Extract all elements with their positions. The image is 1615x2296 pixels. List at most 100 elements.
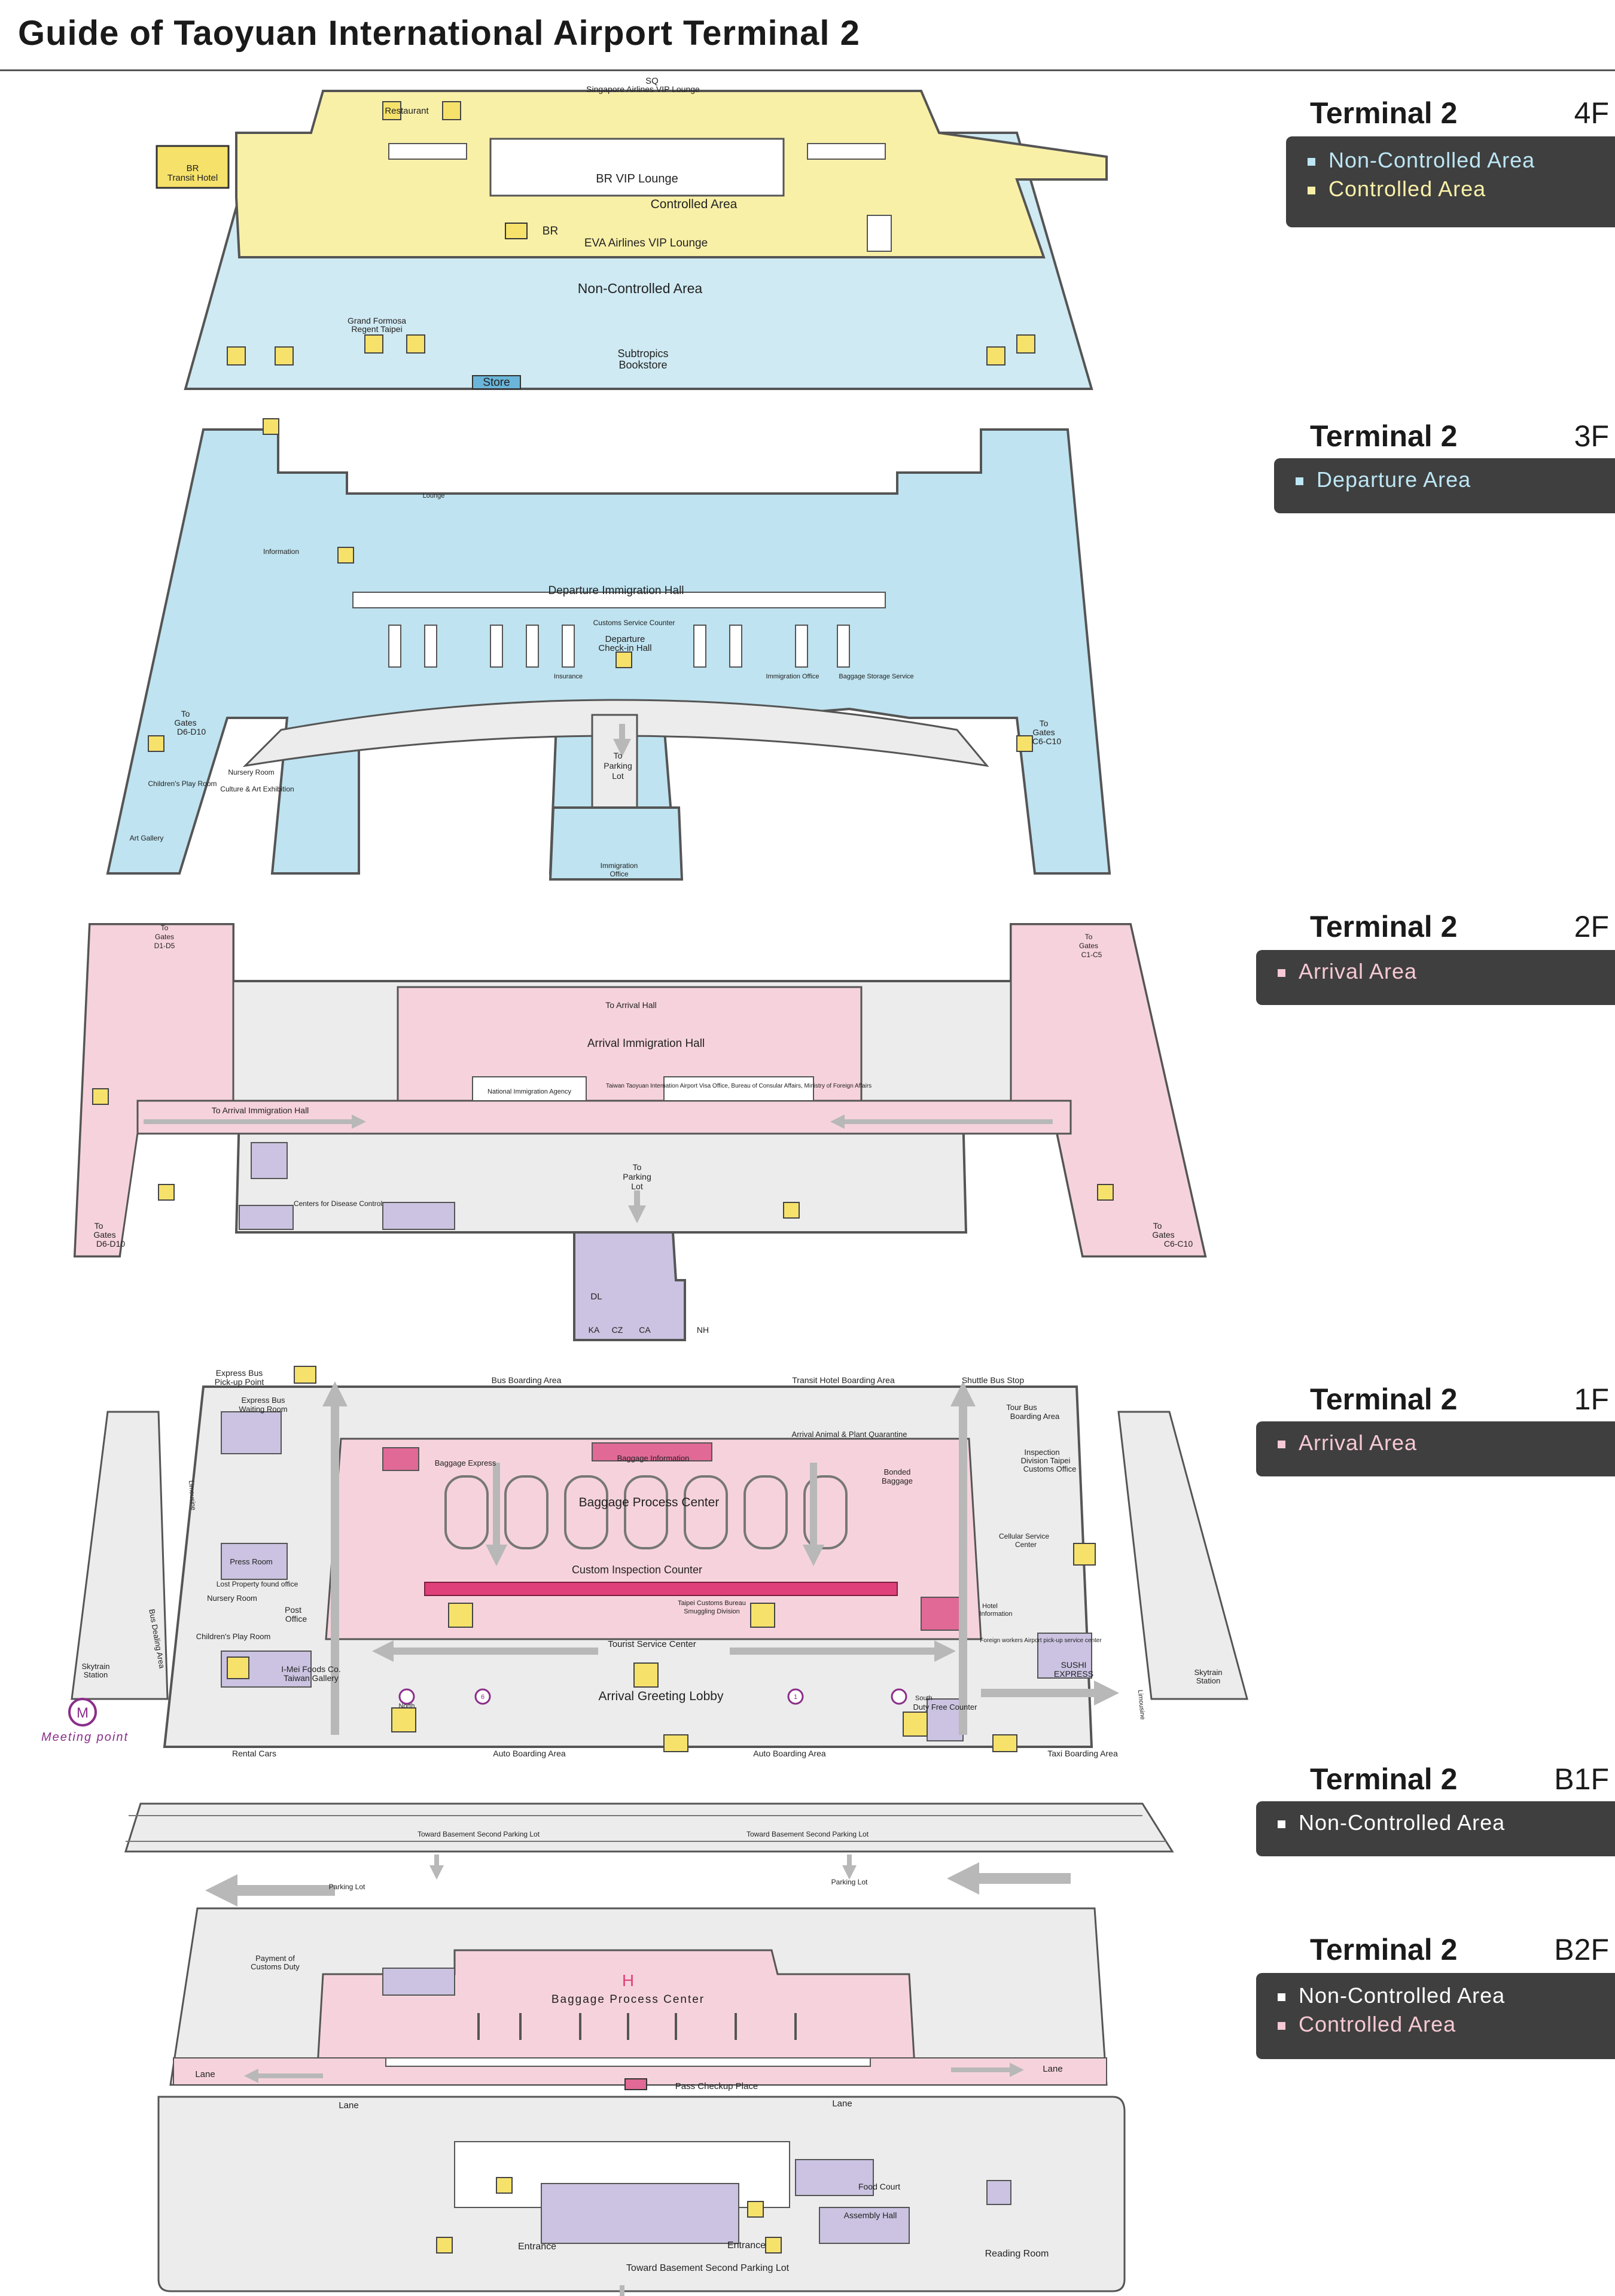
label-press-room: Press Room: [230, 1557, 273, 1566]
panel-title: Terminal 2: [1310, 1933, 1458, 1966]
label-parking-2: Parking: [623, 1172, 651, 1182]
legend-swatch: [1278, 1440, 1285, 1448]
meeting-point-icon: [398, 1688, 415, 1705]
label-cz: CZ: [612, 1325, 623, 1335]
restroom-icon: [158, 1184, 175, 1201]
label-entrance-r: Entrance: [727, 2240, 766, 2251]
currency-exchange-icon: [903, 1712, 928, 1737]
label-foreign-workers: Foreign workers Airport pick-up service …: [980, 1637, 1102, 1644]
service-box: [239, 1205, 294, 1230]
legend-swatch: [1296, 477, 1303, 485]
legend-box: Departure Area: [1274, 458, 1615, 513]
label-baggage-storage: Baggage Storage Service: [839, 673, 913, 680]
skytrain-right: [1117, 1411, 1248, 1700]
service-zone: [573, 1231, 686, 1341]
currency-exchange-icon: [750, 1603, 775, 1628]
floor-b1f-map: Toward Basement Second Parking Lot Towar…: [124, 1802, 1174, 1907]
label-bus-boarding: Bus Boarding Area: [492, 1375, 562, 1385]
baggage-express-box: [382, 1447, 419, 1471]
label-childrens: Children's Play Room: [148, 779, 217, 788]
escalator: [388, 143, 467, 160]
label-north: North: [399, 1703, 415, 1710]
label-gates-tl-1: To: [161, 924, 169, 932]
escalator: [807, 143, 886, 160]
service-box: [382, 1202, 455, 1230]
label-dl: DL: [590, 1292, 602, 1302]
panel-floor: 3F: [1574, 419, 1609, 453]
page-title: Guide of Taoyuan International Airport T…: [18, 14, 860, 53]
label-nursery: Nursery Room: [228, 768, 274, 777]
label-payment-1: Payment of: [255, 1954, 295, 1963]
label-gates-right-2: Gates: [1032, 727, 1055, 737]
label-food-court: Food Court: [858, 2182, 900, 2191]
label-hotel-1: Hotel: [982, 1603, 998, 1610]
floor-4f-map: SQ Singapore Airlines VIP Lounge Restaur…: [156, 76, 1108, 390]
label-childrens: Children's Play Room: [196, 1632, 271, 1641]
floor-3f-map: Departure Immigration Hall Departure Che…: [106, 418, 1111, 881]
label-parking-3: Lot: [612, 771, 624, 781]
br-transit-hotel: [156, 145, 230, 189]
legend-label: Non-Controlled Area: [1299, 1810, 1506, 1835]
phone-icon: [148, 735, 164, 752]
label-baggage-center: Baggage Process Center: [551, 1993, 705, 2006]
legend-item: Non-Controlled Area: [1256, 1981, 1615, 2010]
restroom-icon: [263, 418, 279, 435]
label-cellular-1: Cellular Service: [999, 1532, 1049, 1540]
legend-label: Arrival Area: [1299, 959, 1418, 983]
atrium: [489, 138, 785, 197]
baggage-carousels: [444, 1475, 848, 1549]
phone-icon: [92, 1088, 109, 1105]
label-limousine-l: Limousine: [187, 1480, 197, 1511]
label-eva-lounge: EVA Airlines VIP Lounge: [584, 237, 708, 249]
label-parking-2: Parking: [604, 761, 632, 771]
legend-label: Non-Controlled Area: [1299, 1983, 1506, 2008]
label-gates-left-3: D6-D10: [96, 1239, 125, 1249]
label-baggage-center: Baggage Process Center: [579, 1496, 720, 1509]
panel-floor: 1F: [1574, 1383, 1609, 1416]
label-toward: Toward Basement Second Parking Lot: [626, 2263, 790, 2273]
legend-item: Arrival Area: [1256, 957, 1615, 986]
label-restaurant: Restaurant: [385, 106, 429, 116]
label-express-bus-2: Pick-up Point: [215, 1377, 264, 1387]
sushi-box: [1037, 1633, 1092, 1679]
restroom-icon: [783, 1202, 800, 1219]
store-box: [472, 375, 521, 389]
label-pass-checkup: Pass Checkup Place: [675, 2081, 758, 2091]
label-south: South: [915, 1695, 933, 1702]
panel-floor: B2F: [1554, 1933, 1609, 1966]
legend-item: Arrival Area: [1256, 1429, 1615, 1457]
legend-swatch: [1278, 2021, 1285, 2030]
label-gates-right-1: To: [1153, 1221, 1162, 1231]
label-reading: Reading Room: [985, 2249, 1049, 2259]
label-inspection-1: Inspection: [1024, 1448, 1059, 1457]
label-gates-tl-3: D1-D5: [154, 942, 175, 950]
label-gates-right-1: To: [1040, 718, 1049, 728]
label-to-arrival-hall: To Arrival Hall: [605, 1000, 657, 1010]
restroom-icon: [442, 101, 461, 120]
label-centers-disease: Centers for Disease Control: [294, 1199, 382, 1208]
restroom-icon: [986, 346, 1005, 366]
label-sq: SQ: [645, 76, 659, 86]
information-icon: [633, 1662, 659, 1688]
b2f-carousels: [477, 2013, 797, 2040]
legend-item: Non-Controlled Area: [1286, 146, 1615, 175]
hotel-box: [921, 1597, 964, 1631]
label-gates-right-3: C6-C10: [1164, 1239, 1193, 1249]
label-meeting-1: 1: [794, 1694, 797, 1701]
bus-icon: [294, 1366, 316, 1384]
meeting-point-icon: [68, 1698, 97, 1726]
label-gates-tr-2: Gates: [1079, 942, 1098, 950]
panel-floor: B1F: [1554, 1762, 1609, 1796]
label-gates-left-2: Gates: [93, 1230, 115, 1240]
restroom-icon: [382, 101, 401, 120]
label-taipei-customs-2: Smuggling Division: [684, 1608, 740, 1615]
panel-title: Terminal 2: [1310, 419, 1458, 453]
currency-exchange-icon: [496, 2177, 513, 2194]
baggage-info-box: [592, 1442, 712, 1461]
label-transit-hotel: Transit Hotel Boarding Area: [792, 1375, 895, 1385]
label-gates-left-3: D6-D10: [177, 727, 206, 736]
label-lane-low-l: Lane: [339, 2100, 358, 2111]
label-departure-hall: Departure Immigration Hall: [548, 584, 684, 597]
service-box: [251, 1142, 288, 1179]
restaurant-icon: [364, 334, 383, 354]
